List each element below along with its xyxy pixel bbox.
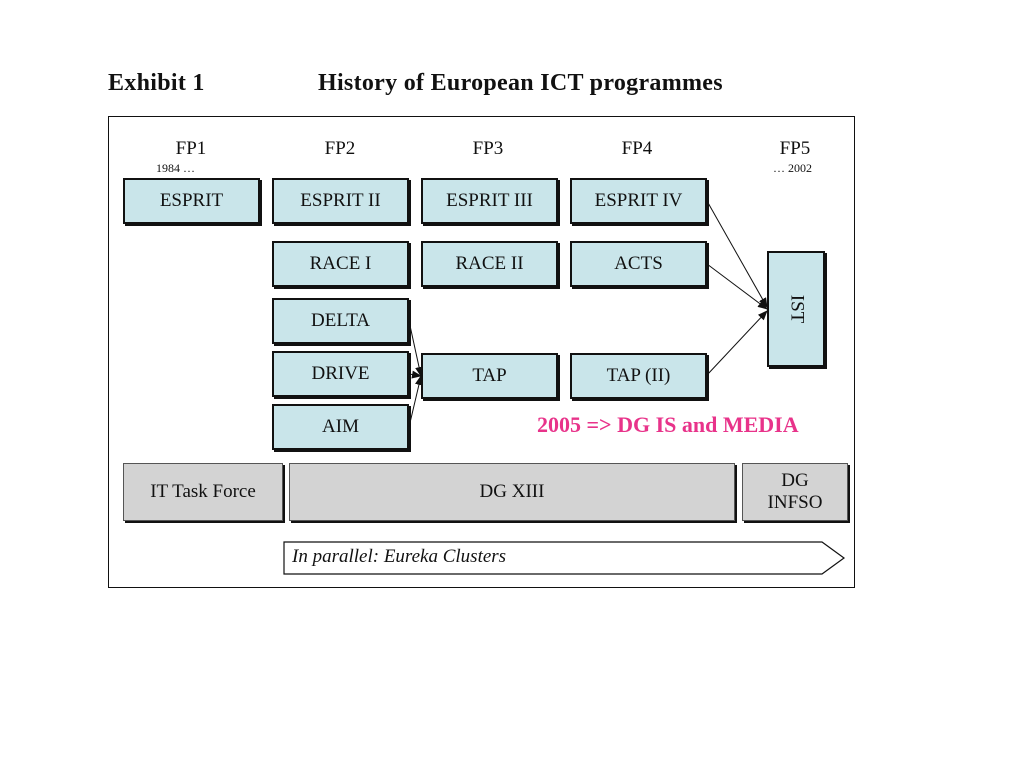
tap-label: TAP bbox=[472, 365, 507, 386]
race-i-box: RACE I bbox=[272, 241, 409, 287]
fp3-label: FP3 bbox=[472, 138, 504, 159]
eureka-clusters-label: In parallel: Eureka Clusters bbox=[292, 546, 507, 567]
exhibit-title: History of European ICT programmes bbox=[318, 70, 723, 96]
race-i-label: RACE I bbox=[309, 253, 372, 274]
fp5-year: … 2002 bbox=[773, 161, 812, 175]
dg-infso-label-line1: DG bbox=[781, 470, 809, 491]
fp2-label: FP2 bbox=[324, 138, 356, 159]
aim-box: AIM bbox=[272, 404, 409, 450]
dg-infso-label-line2: INFSO bbox=[767, 492, 823, 513]
esprit-ii-box: ESPRIT II bbox=[272, 178, 409, 224]
it-task-force-bar: IT Task Force bbox=[123, 463, 283, 521]
fp1-year: 1984 … bbox=[156, 161, 195, 175]
aim-label: AIM bbox=[322, 416, 359, 437]
race-ii-box: RACE II bbox=[421, 241, 558, 287]
dg-is-media-note: 2005 => DG IS and MEDIA bbox=[537, 412, 799, 437]
fp1-label: FP1 bbox=[175, 138, 207, 159]
delta-label: DELTA bbox=[311, 310, 370, 331]
arrow-drive-to-tap bbox=[408, 370, 422, 379]
drive-label: DRIVE bbox=[311, 363, 370, 384]
dg-xiii-bar: DG XIII bbox=[289, 463, 735, 521]
arrow-acts-to-ist bbox=[706, 263, 768, 310]
tap-ii-box: TAP (II) bbox=[570, 353, 707, 399]
arrow-aim-to-tap bbox=[408, 375, 423, 428]
esprit-ii-label: ESPRIT II bbox=[300, 190, 381, 211]
drive-box: DRIVE bbox=[272, 351, 409, 397]
dg-xiii-label: DG XIII bbox=[479, 481, 545, 502]
esprit-iv-box: ESPRIT IV bbox=[570, 178, 707, 224]
delta-box: DELTA bbox=[272, 298, 409, 344]
esprit-iv-label: ESPRIT IV bbox=[594, 190, 683, 211]
esprit-box: ESPRIT bbox=[123, 178, 260, 224]
ist-box: IST bbox=[767, 251, 825, 367]
race-ii-label: RACE II bbox=[455, 253, 524, 274]
esprit-iii-box: ESPRIT III bbox=[421, 178, 558, 224]
esprit-iii-label: ESPRIT III bbox=[446, 190, 533, 211]
arrow-tap-ii-to-ist bbox=[706, 310, 768, 376]
arrow-esprit-iv-to-ist bbox=[706, 200, 768, 308]
tap-box: TAP bbox=[421, 353, 558, 399]
acts-box: ACTS bbox=[570, 241, 707, 287]
fp5-label: FP5 bbox=[779, 138, 811, 159]
it-task-force-label: IT Task Force bbox=[150, 481, 256, 502]
dg-infso-bar: DG INFSO bbox=[742, 463, 848, 521]
fp4-label: FP4 bbox=[621, 138, 653, 159]
exhibit-label: Exhibit 1 bbox=[108, 70, 205, 96]
esprit-label: ESPRIT bbox=[159, 190, 224, 211]
arrow-delta-to-tap bbox=[408, 320, 423, 377]
diagram-frame bbox=[108, 116, 855, 588]
tap-ii-label: TAP (II) bbox=[606, 365, 671, 386]
eureka-arrow-shape bbox=[283, 541, 846, 575]
acts-label: ACTS bbox=[614, 253, 663, 274]
